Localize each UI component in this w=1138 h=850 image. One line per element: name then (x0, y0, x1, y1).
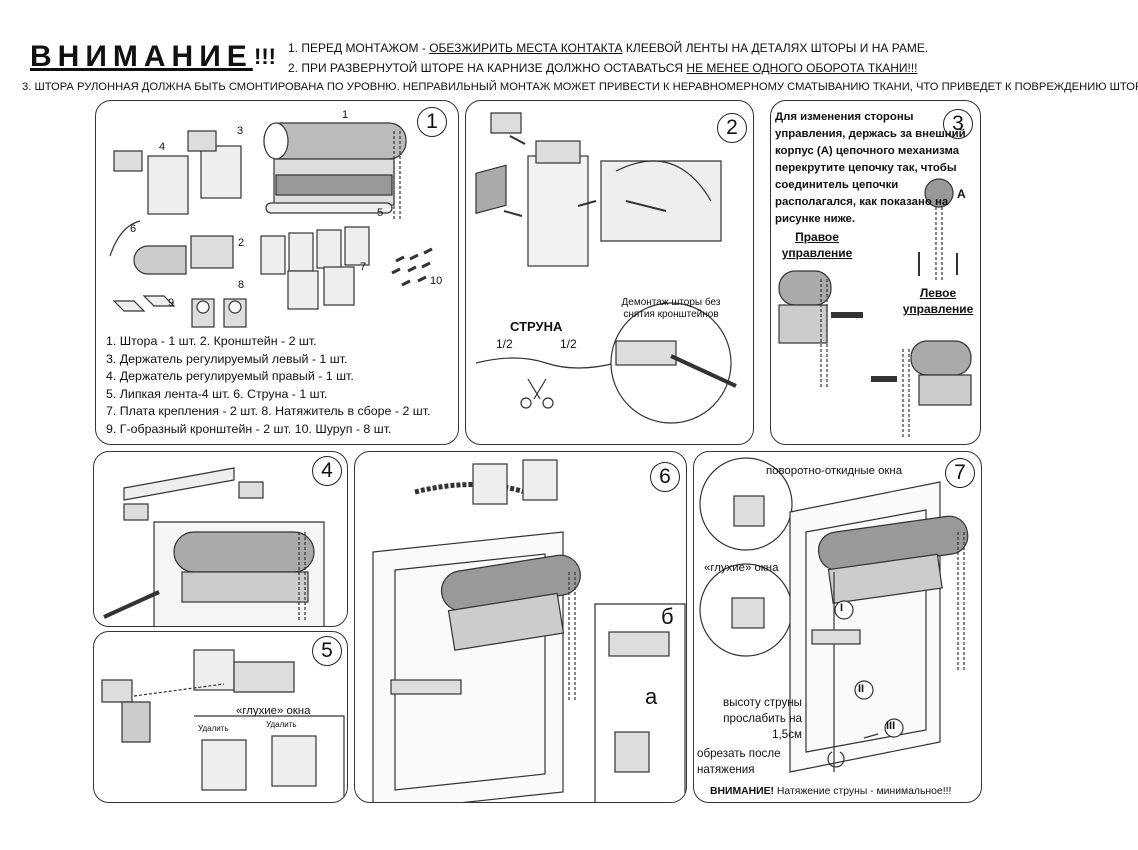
callout-1: 1 (342, 109, 349, 121)
callout-9: 9 (168, 297, 175, 309)
letter-b: б (661, 604, 674, 629)
panel-5-number: 5 (312, 636, 342, 666)
callout-2: 2 (238, 237, 245, 249)
control-side-drawing (778, 178, 972, 439)
left-control-label: Левое управление (902, 286, 974, 316)
panel-4-number: 4 (312, 456, 342, 486)
panel-2-assembly: 2 СТРУНА 1/2 1/2 Демонтаж шторы без снят… (465, 100, 754, 445)
callout-7: 7 (360, 261, 367, 273)
tilt-turn-label: поворотно-откидные окна (766, 465, 903, 477)
legend-line: 5. Липкая лента-4 шт. 6. Струна - 1 шт. (106, 386, 328, 401)
panel-1-parts: 1 1 2 3 4 5 6 7 8 9 10 1. Штора - 1 шт. … (95, 100, 459, 445)
panel-7-number: 7 (945, 458, 975, 488)
header-line-2: 2. ПРИ РАЗВЕРНУТОЙ ШТОРЕ НА КАРНИЗЕ ДОЛЖ… (288, 61, 918, 75)
panel-2-number: 2 (717, 113, 747, 143)
callout-4: 4 (159, 141, 166, 153)
panel-3-control-side: 3 Для изменения стороны управления, держ… (770, 100, 981, 445)
tension-warning: ВНИМАНИЕ! Натяжение струны - минимальное… (710, 786, 952, 797)
attention-title: ВНИМАНИЕ (30, 40, 253, 73)
half-left: 1/2 (496, 337, 513, 351)
assembly-drawing (475, 112, 737, 424)
legend-line: 9. Г-образный кронштейн - 2 шт. 10. Шуру… (106, 421, 392, 436)
step-1: I (840, 602, 844, 614)
cut-caption: обрезать после натяжения (697, 747, 781, 776)
callout-10: 10 (430, 275, 443, 287)
letter-a: А (957, 187, 966, 201)
loosen-caption: высоту струны прослабить на 1,5см (722, 696, 802, 741)
half-right: 1/2 (560, 337, 577, 351)
remove-label-1: Удалить (198, 724, 229, 733)
panel-6-install: 6 б а (354, 451, 687, 803)
parts-drawing (109, 122, 433, 328)
fixed-windows-drawing (101, 649, 345, 802)
step-2: II (858, 683, 865, 695)
step-3: III (886, 720, 896, 732)
attention-exclam: !!! (254, 44, 276, 69)
callout-3: 3 (237, 125, 244, 137)
panel-5-fixed-windows: 5 «глухие» окна Удалить Удалить (93, 631, 348, 803)
fixed-windows-label: «глухие» окна (704, 562, 779, 574)
panel-1-number: 1 (417, 107, 447, 137)
parts-legend: 1. Штора - 1 шт. 2. Кронштейн - 2 шт. 3.… (106, 333, 430, 439)
callout-8: 8 (238, 279, 245, 291)
dismount-caption: Демонтаж шторы без снятия кронштейнов (621, 297, 721, 320)
control-side-instructions: Для изменения стороны управления, держас… (775, 111, 966, 225)
legend-line: 4. Держатель регулируемый правый - 1 шт. (106, 369, 354, 384)
right-control-label: Правое управление (781, 230, 853, 260)
mount-drawing (103, 467, 325, 626)
legend-line: 1. Штора - 1 шт. 2. Кронштейн - 2 шт. (106, 334, 317, 348)
header-line-3: 3. ШТОРА РУЛОННАЯ ДОЛЖНА БЫТЬ СМОНТИРОВА… (22, 81, 1138, 93)
letter-a: а (645, 684, 658, 709)
callout-5: 5 (377, 207, 384, 219)
string-drawing (699, 457, 969, 773)
panel-3-number: 3 (943, 109, 973, 139)
panel-7-string: 7 поворотно-откидные окна «глухие» окна … (693, 451, 982, 803)
legend-line: 7. Плата крепления - 2 шт. 8. Натяжитель… (106, 404, 431, 419)
panel-6-number: 6 (650, 462, 680, 492)
callout-6: 6 (130, 223, 137, 235)
remove-label-2: Удалить (266, 720, 297, 729)
panel-4-mount: 4 (93, 451, 348, 627)
legend-line: 3. Держатель регулируемый левый - 1 шт. (106, 351, 348, 366)
header-line-1: 1. ПЕРЕД МОНТАЖОМ - ОБЕЗЖИРИТЬ МЕСТА КОН… (288, 41, 929, 55)
string-label: СТРУНА (510, 319, 563, 334)
fixed-windows-label: «глухие» окна (236, 705, 311, 717)
install-drawing (372, 459, 686, 802)
